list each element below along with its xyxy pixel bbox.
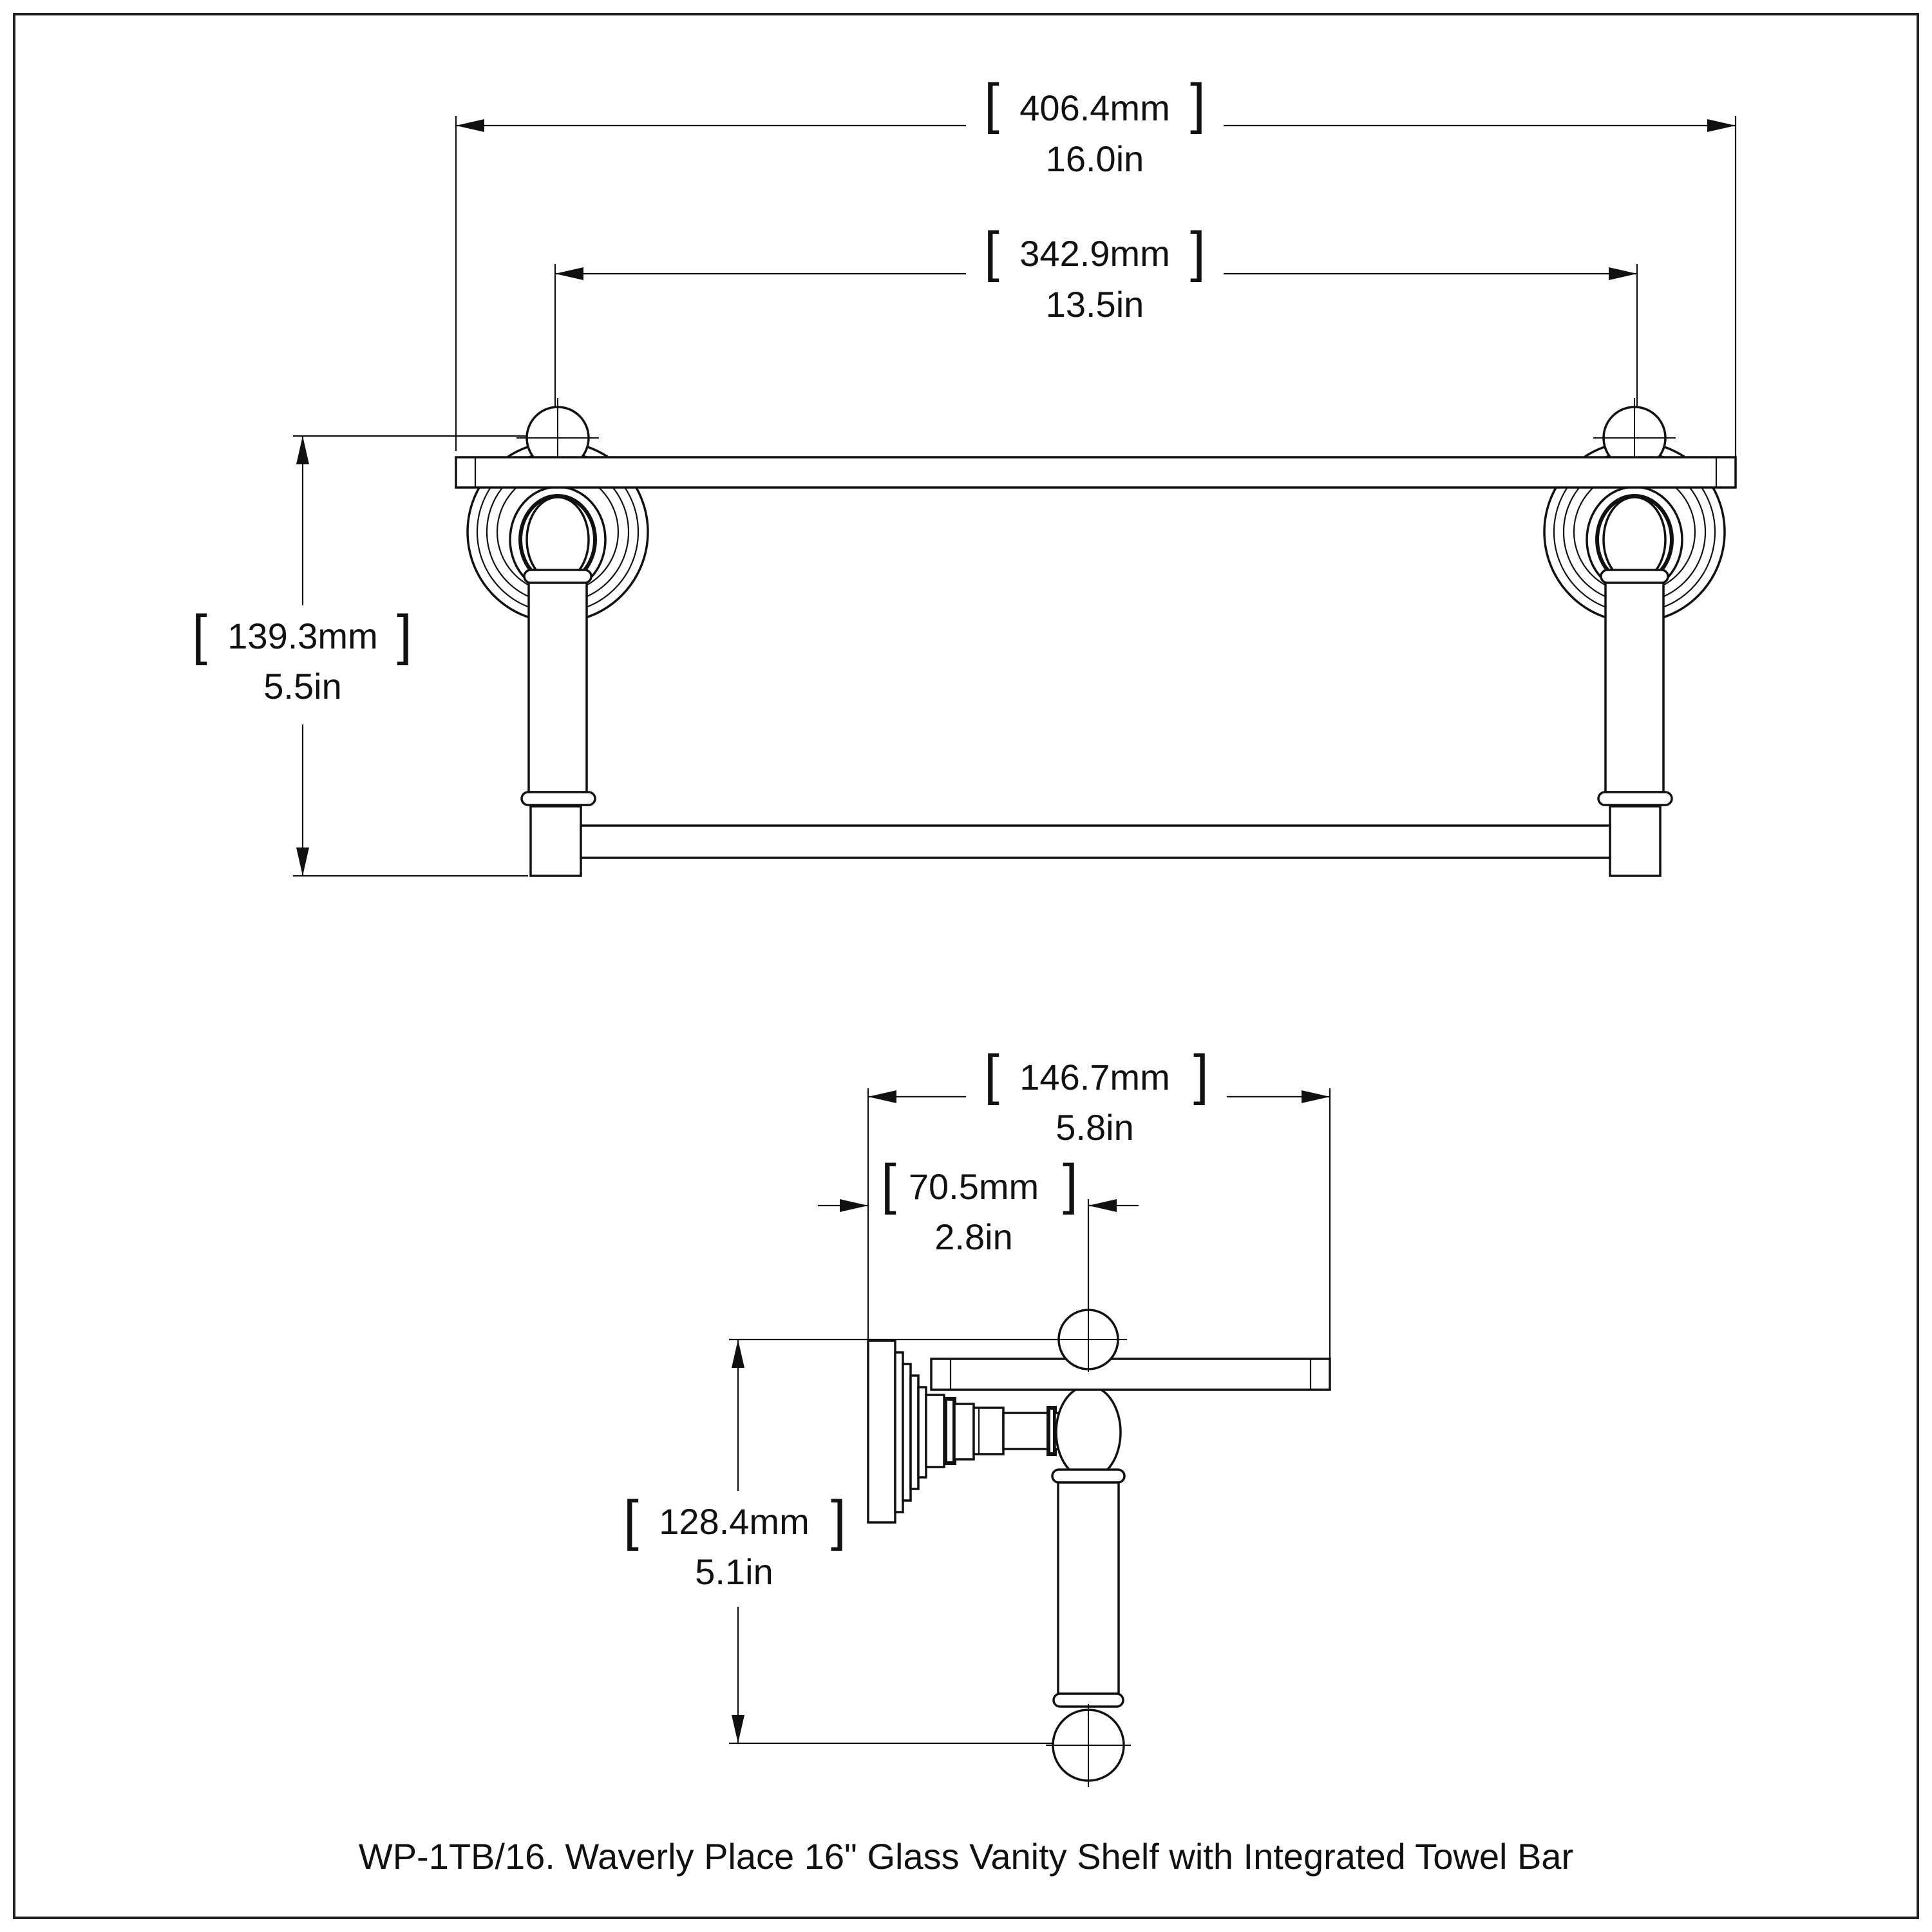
side-depth-in: 5.8in xyxy=(1056,1107,1133,1148)
front-height-mm: 139.3mm xyxy=(227,616,377,656)
side-shelf xyxy=(930,1307,1331,1391)
svg-text:[: [ xyxy=(881,1153,896,1215)
side-height-in: 5.1in xyxy=(695,1551,773,1592)
towel-bar xyxy=(580,824,1611,859)
overall-width-in: 16.0in xyxy=(1046,138,1144,179)
page-border xyxy=(13,13,1919,1919)
svg-text:]: ] xyxy=(1193,1044,1209,1106)
dimension-overall-width: [ ] 406.4mm 16.0in xyxy=(455,73,1737,457)
front-view: [ ] 406.4mm 16.0in [ ] 342.9mm 13.5in xyxy=(192,73,1737,877)
overall-width-mm: 406.4mm xyxy=(1019,88,1170,128)
mount-spacing-in: 13.5in xyxy=(1046,284,1144,325)
svg-text:]: ] xyxy=(397,604,412,666)
dimension-front-height: [ ] 139.3mm 5.5in xyxy=(192,435,541,877)
glass-shelf xyxy=(455,456,1737,489)
dimension-mount-spacing: [ ] 342.9mm 13.5in xyxy=(554,221,1638,477)
side-depth-mm: 146.7mm xyxy=(1019,1057,1170,1097)
dimension-side-height: [ ] 128.4mm 5.1in xyxy=(623,1338,1088,1745)
post-offset-mm: 70.5mm xyxy=(909,1166,1039,1207)
post-offset-in: 2.8in xyxy=(934,1217,1012,1257)
right-bracket xyxy=(1543,398,1726,877)
side-height-mm: 128.4mm xyxy=(659,1501,809,1542)
mount-spacing-mm: 342.9mm xyxy=(1019,233,1170,274)
svg-text:]: ] xyxy=(1190,73,1206,135)
svg-text:[: [ xyxy=(623,1490,639,1551)
dimension-side-depth: [ ] 146.7mm 5.8in xyxy=(867,1044,1331,1359)
side-view: [ ] 146.7mm 5.8in [ ] 70.5mm 2.8in [ xyxy=(623,1044,1331,1787)
svg-text:[: [ xyxy=(984,73,999,135)
svg-text:]: ] xyxy=(1190,221,1206,283)
svg-text:[: [ xyxy=(984,1044,999,1106)
side-wall-mount xyxy=(867,1340,1063,1524)
svg-text:[: [ xyxy=(984,221,999,283)
svg-text:[: [ xyxy=(192,604,207,666)
front-height-in: 5.5in xyxy=(263,666,341,706)
svg-text:]: ] xyxy=(831,1490,846,1551)
dimension-post-offset: [ ] 70.5mm 2.8in xyxy=(818,1153,1139,1388)
drawing-caption: WP-1TB/16. Waverly Place 16" Glass Vanit… xyxy=(359,1836,1573,1877)
side-post xyxy=(1046,1385,1131,1787)
left-bracket xyxy=(466,398,649,877)
svg-text:]: ] xyxy=(1063,1153,1078,1215)
